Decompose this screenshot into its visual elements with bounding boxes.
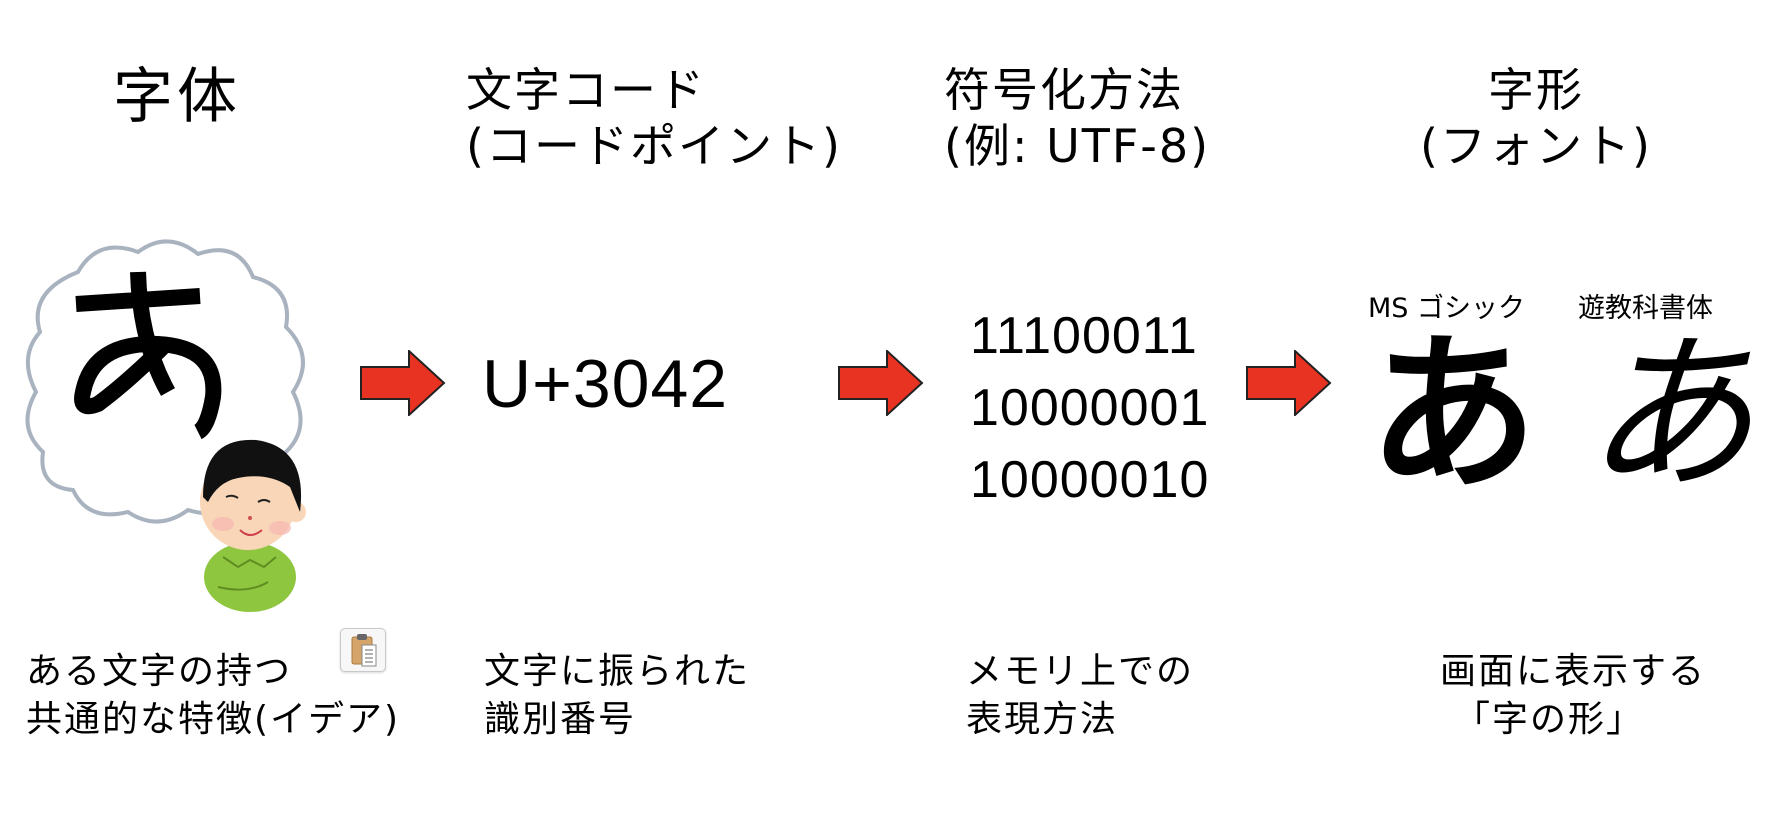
heading-glyph: 字形 (フォント) xyxy=(1416,62,1656,174)
heading-line: (例: UTF-8) xyxy=(944,119,1211,173)
heading-charcode: 文字コード (コードポイント) xyxy=(466,62,842,174)
glyph-yu-kyokasho: あ xyxy=(1584,316,1755,514)
description-line: 文字に振られた xyxy=(484,651,751,692)
description-line: 表現方法 xyxy=(966,699,1119,740)
arrow-right-icon xyxy=(360,350,446,416)
heading-line: (コードポイント) xyxy=(466,119,842,173)
description-line: 画面に表示する xyxy=(1440,651,1707,692)
glyph-ms-gothic: あ xyxy=(1368,316,1539,514)
description-line: 「字の形」 xyxy=(1454,699,1645,740)
heading-line: 字形 xyxy=(1488,63,1584,117)
utf8-bytes: 11100011 10000001 10000010 xyxy=(970,300,1209,516)
description-line: ある文字の持つ xyxy=(26,651,293,692)
font-label-ms-gothic: MS ゴシック xyxy=(1368,293,1526,324)
font-label-yu-kyokasho: 遊教科書体 xyxy=(1578,293,1713,324)
description-line: 共通的な特徴(イデア) xyxy=(26,699,401,740)
heading-line: 符号化方法 xyxy=(944,63,1184,117)
heading-jitai: 字体 xyxy=(113,62,241,132)
description-glyph: 画面に表示する 「字の形」 xyxy=(1440,648,1706,744)
description-encoding: メモリ上での 表現方法 xyxy=(966,648,1194,744)
description-charcode: 文字に振られた 識別番号 xyxy=(484,648,750,744)
byte-row: 11100011 xyxy=(970,307,1198,365)
thinking-person-illustration xyxy=(18,232,318,612)
description-line: メモリ上での xyxy=(966,651,1195,692)
thought-cloud-icon xyxy=(25,239,306,612)
byte-row: 10000001 xyxy=(970,379,1210,437)
heading-line: (フォント) xyxy=(1420,119,1652,173)
heading-line: 文字コード xyxy=(466,63,706,117)
heading-encoding: 符号化方法 (例: UTF-8) xyxy=(944,62,1210,174)
arrow-right-icon xyxy=(1246,350,1332,416)
clipboard-button[interactable] xyxy=(340,628,386,672)
codepoint-value: U+3042 xyxy=(482,346,729,422)
arrow-right-icon xyxy=(838,350,924,416)
byte-row: 10000010 xyxy=(970,451,1210,509)
clipboard-icon xyxy=(340,628,386,672)
description-line: 識別番号 xyxy=(484,699,637,740)
description-jitai: ある文字の持つ 共通的な特徴(イデア) xyxy=(26,648,400,744)
